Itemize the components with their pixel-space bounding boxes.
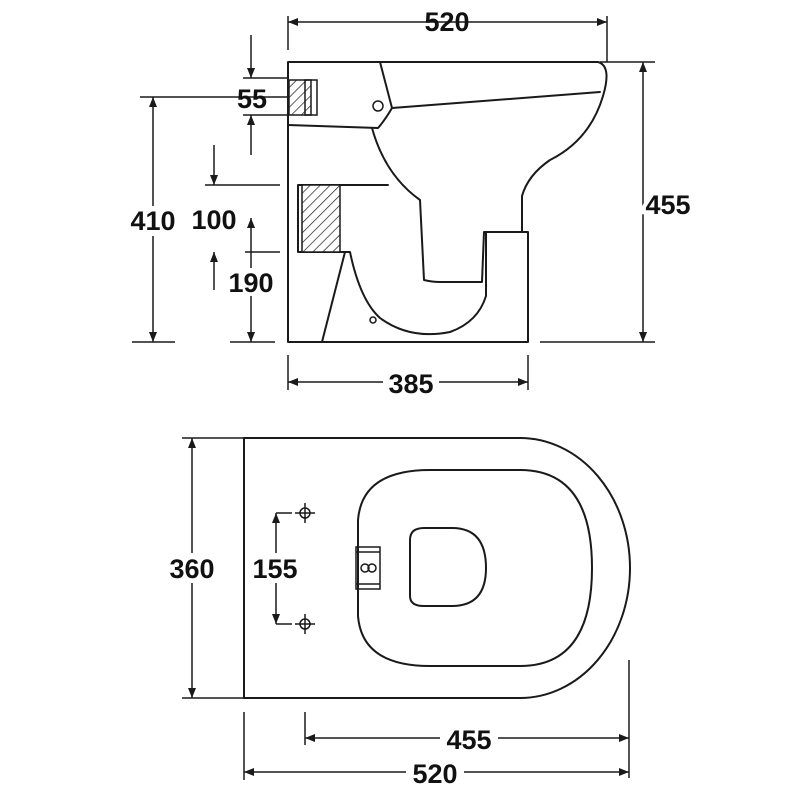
hinge-pivot <box>372 100 384 112</box>
label-385: 385 <box>388 369 433 399</box>
side-dimensions: 520 455 455 410 55 100 <box>128 7 695 399</box>
base-line <box>321 251 346 343</box>
label-520-top: 520 <box>424 7 469 37</box>
plan-dimensions: 360 155 455 520 <box>162 437 630 789</box>
label-455-right-text: 455 <box>645 190 690 220</box>
plan-view <box>243 437 631 699</box>
bowl-curve <box>297 184 487 336</box>
pan-plan-outline <box>243 437 631 699</box>
trap-inner-line <box>371 127 523 283</box>
label-155: 155 <box>252 554 297 584</box>
label-455-bottom: 455 <box>446 725 491 755</box>
hinge-block <box>355 546 381 590</box>
bowl-opening <box>409 527 487 607</box>
label-410: 410 <box>130 206 175 236</box>
seat-plan-outline <box>357 469 593 667</box>
side-elevation <box>287 61 608 343</box>
label-190: 190 <box>228 268 273 298</box>
label-520-bottom: 520 <box>412 759 457 789</box>
fixing-hole <box>369 316 377 324</box>
label-455-right: 455 <box>645 190 690 220</box>
seat-profile <box>379 61 601 109</box>
label-55: 55 <box>237 84 267 114</box>
fixing-bolt-top <box>295 503 315 523</box>
inlet-hatch <box>289 80 311 115</box>
label-100: 100 <box>191 205 236 235</box>
pan-side-outline <box>287 61 608 343</box>
lid-hinge-profile <box>287 107 393 129</box>
hinge-bolt-right <box>367 563 377 573</box>
outlet-hatch <box>302 185 340 252</box>
fixing-bolt-bottom <box>295 614 315 634</box>
inlet-collar <box>304 79 318 116</box>
label-360: 360 <box>169 554 214 584</box>
hinge-bolt-left <box>360 563 370 573</box>
